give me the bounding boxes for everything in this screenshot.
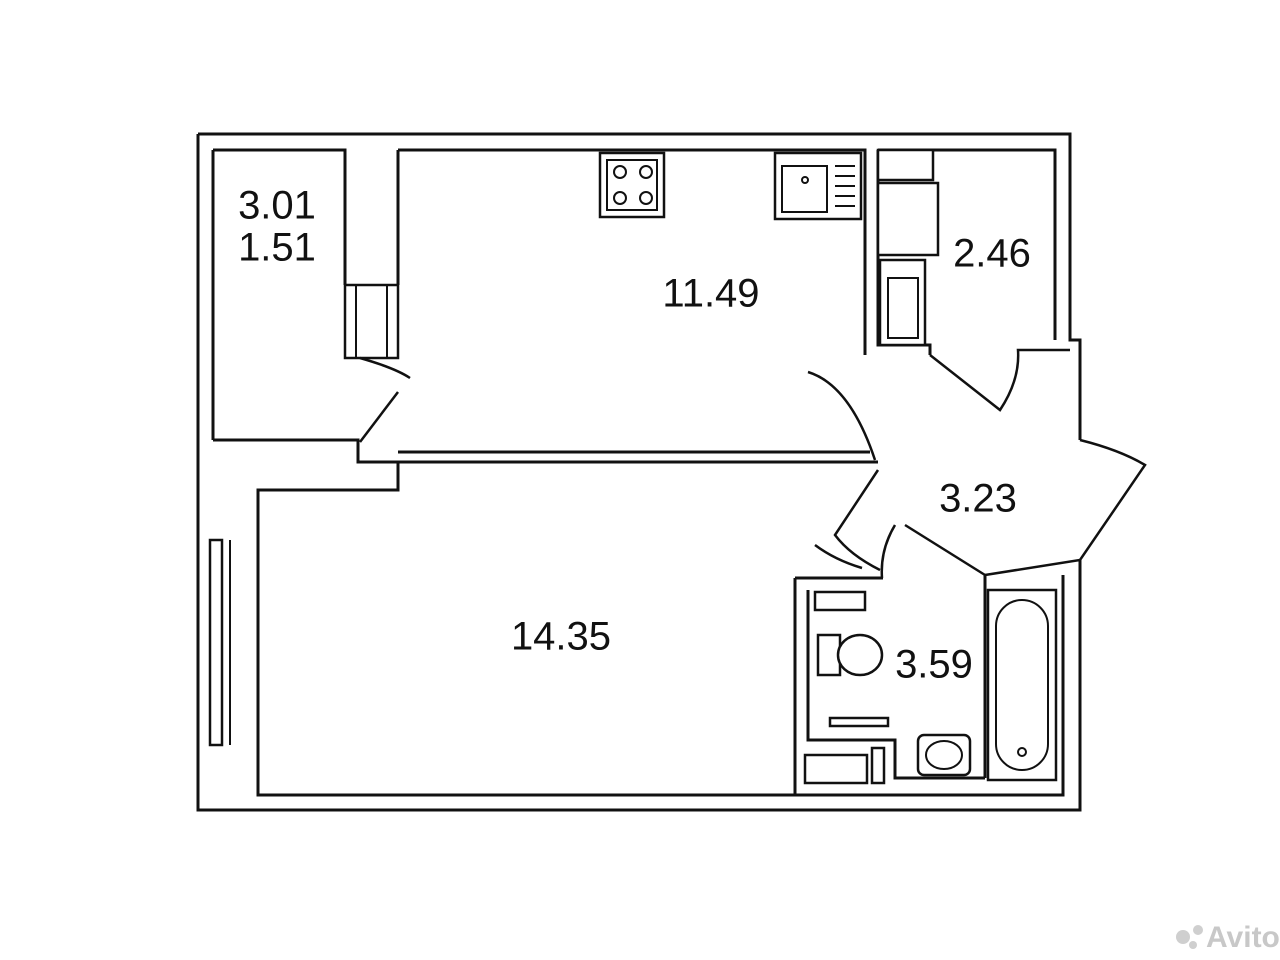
- boiler-icon: [876, 148, 935, 182]
- toilet-tank-icon: [816, 633, 842, 677]
- cabinet-icon: [876, 181, 940, 257]
- wardrobe-room: [876, 148, 1070, 412]
- hall-area-label: 3.23: [939, 477, 1017, 521]
- sink-icon: [773, 151, 863, 221]
- bathtub-icon: [986, 588, 1058, 782]
- avito-logo: Avito: [1176, 921, 1280, 954]
- toilet-icon: [836, 633, 884, 677]
- wardrobe-area-label: 2.46: [953, 232, 1031, 276]
- entrance-door: [984, 438, 1147, 577]
- washer-bath-icon: [803, 753, 869, 785]
- kitchen-area-label: 11.49: [662, 272, 759, 316]
- living-area-label: 14.35: [511, 615, 611, 659]
- towel-rail-icon: [828, 716, 890, 728]
- stove-icon: [598, 151, 666, 219]
- living-window: [208, 538, 231, 747]
- outer-walls: [196, 132, 1082, 812]
- storage-door: [359, 391, 399, 443]
- kitchen: [398, 148, 878, 464]
- storage-fixture: [343, 283, 400, 360]
- hall: [814, 438, 1147, 579]
- kitchen-door: [807, 370, 877, 461]
- shelf-icon: [813, 590, 867, 612]
- storage-area-label: 3.01: [238, 184, 316, 228]
- storage-room: [213, 148, 411, 443]
- watermark-text: Avito: [1206, 921, 1280, 954]
- bath-door: [880, 524, 897, 579]
- bathroom: [793, 575, 1058, 795]
- living-door: [833, 469, 881, 572]
- bath-area-label: 3.59: [895, 643, 973, 687]
- loggia-area-label: 1.51: [238, 226, 316, 270]
- wardrobe-door: [929, 348, 1070, 412]
